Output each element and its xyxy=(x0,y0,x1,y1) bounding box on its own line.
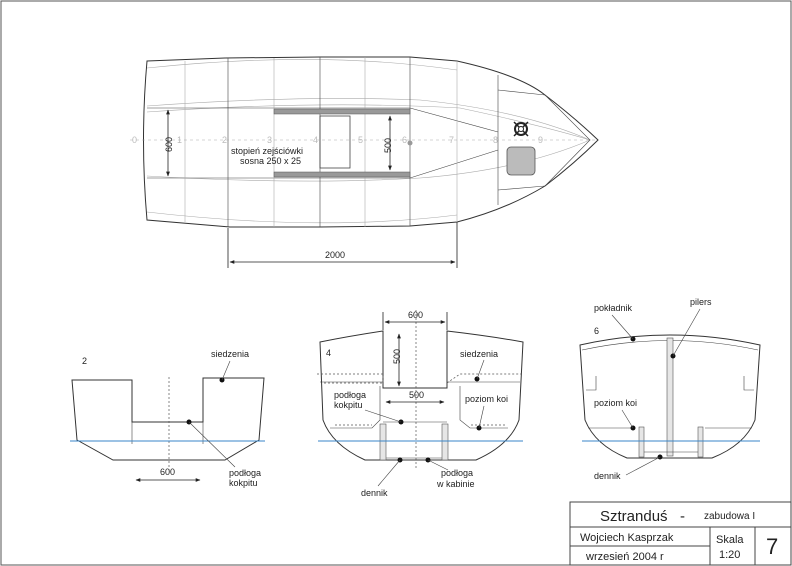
section-4-dim-vertical: 500 xyxy=(392,349,402,364)
section-4-dim-top: 600 xyxy=(408,310,423,320)
plan-dim-600: 600 xyxy=(164,137,174,152)
station-9: 9 xyxy=(538,135,543,145)
station-2: 2 xyxy=(222,135,227,145)
hatch-opening xyxy=(319,115,351,169)
section-4-floor-label-1: podłoga xyxy=(334,390,366,400)
station-0: 0 xyxy=(132,135,137,145)
section-4: 4 600 500 500 siedzenia podłoga kokp xyxy=(317,310,524,498)
section-4-dim-inner: 500 xyxy=(409,390,424,400)
section-6-outline xyxy=(579,334,761,459)
plan-view: 0 1 2 3 4 5 6 7 8 9 600 500 stopień zejś… xyxy=(130,56,599,268)
mast-step-marker xyxy=(407,140,413,146)
station-1: 1 xyxy=(177,135,182,145)
section-4-number: 4 xyxy=(326,348,331,358)
title-block-subtitle: zabudowa I xyxy=(704,511,755,522)
station-7: 7 xyxy=(449,135,454,145)
title-block-scale-label: Skala xyxy=(716,534,744,546)
step-bar-top xyxy=(273,108,411,115)
section-6-number: 6 xyxy=(594,326,599,336)
plan-hull-outline xyxy=(143,56,599,228)
station-4: 4 xyxy=(313,135,318,145)
section-4-frame-label: dennik xyxy=(361,488,388,498)
section-6-deckbeam-label: pokładnik xyxy=(594,303,633,313)
station-8: 8 xyxy=(493,135,498,145)
title-block-sheet-number: 7 xyxy=(766,534,778,559)
title-block-author: Wojciech Kasprzak xyxy=(580,532,674,544)
section-2-floor-label-1: podłoga xyxy=(229,468,261,478)
step-bar-bottom xyxy=(273,171,411,178)
section-2-dim-600: 600 xyxy=(160,467,175,477)
section-2: 2 siedzenia podłoga kokpitu 600 xyxy=(70,349,265,488)
section-4-cabin-floor-label-2: w kabinie xyxy=(436,479,475,489)
section-4-floor-label-2: kokpitu xyxy=(334,400,363,410)
section-4-level-label: poziom koi xyxy=(465,394,508,404)
section-6-frame-label: dennik xyxy=(594,471,621,481)
title-block: Sztranduś - zabudowa I Wojciech Kasprzak… xyxy=(569,501,792,566)
title-block-title: Sztranduś xyxy=(600,508,668,525)
section-2-number: 2 xyxy=(82,356,87,366)
station-3: 3 xyxy=(267,135,272,145)
section-6: 6 pokładnik pilers poziom koi dennik xyxy=(579,297,761,481)
step-label-line2: sosna 250 x 25 xyxy=(240,156,301,166)
title-block-date: wrzesień 2004 r xyxy=(585,551,664,563)
section-2-outline xyxy=(71,377,265,461)
section-4-cabin-floor-label-1: podłoga xyxy=(441,468,473,478)
station-6: 6 xyxy=(402,135,407,145)
bow-locker xyxy=(506,146,536,176)
lifebuoy-icon xyxy=(513,121,529,137)
section-4-outline xyxy=(319,330,524,461)
section-2-floor-label-2: kokpitu xyxy=(229,478,258,488)
plan-dim-2000: 2000 xyxy=(325,250,345,260)
section-6-pillar-label: pilers xyxy=(690,297,712,307)
section-4-seat-label: siedzenia xyxy=(460,349,498,359)
title-block-scale-value: 1:20 xyxy=(719,549,740,561)
station-5: 5 xyxy=(358,135,363,145)
step-label-line1: stopień zejściówki xyxy=(231,146,303,156)
title-block-dash: - xyxy=(680,508,685,525)
section-6-level-label: poziom koi xyxy=(594,398,637,408)
section-2-seat-label: siedzenia xyxy=(211,349,249,359)
plan-dim-500: 500 xyxy=(383,138,393,153)
